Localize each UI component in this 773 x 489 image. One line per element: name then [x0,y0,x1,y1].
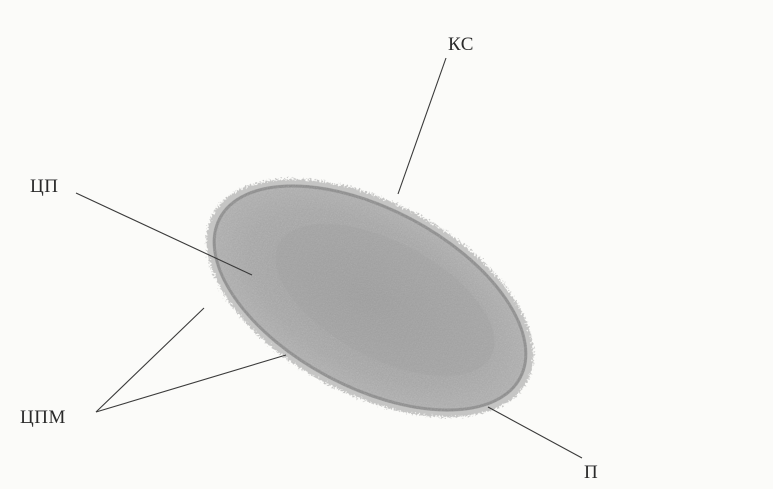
label-pili: П [584,462,598,484]
leader-line-p [488,407,582,458]
bacterial-cell [168,130,572,467]
label-cytoplasm: ЦП [30,176,58,198]
label-cytoplasmic-membrane: ЦПМ [20,407,66,429]
label-cell-wall: КС [448,34,474,56]
leader-line-tspm-lower [96,355,286,412]
leader-line-tspm-upper [96,308,204,412]
leader-line-ks [398,58,446,194]
